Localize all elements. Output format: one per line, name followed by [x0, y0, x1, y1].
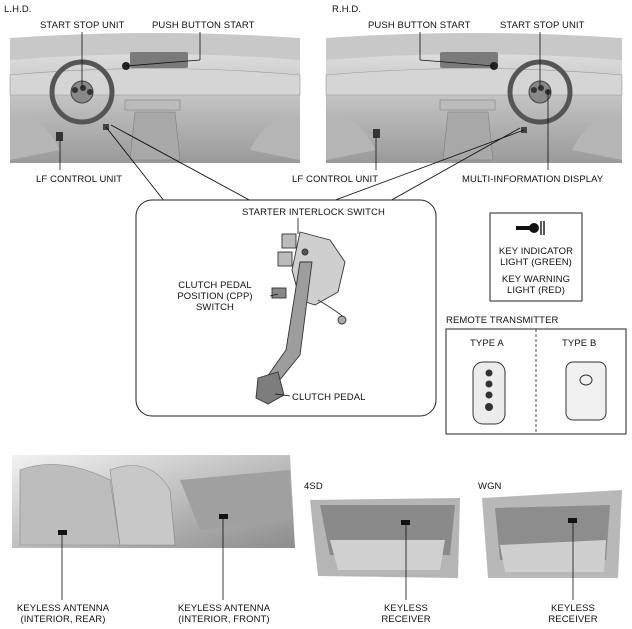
keyless-antenna-rear-line1: KEYLESS ANTENNA [16, 603, 110, 614]
lhd-push-button-start-label: PUSH BUTTON START [152, 20, 255, 31]
remote-type-b-image [565, 361, 607, 421]
pedal-leader-lines [269, 218, 299, 397]
clutch-pedal-label: CLUTCH PEDAL [292, 392, 366, 403]
key-indicator-line1: KEY INDICATOR [498, 246, 574, 257]
rhd-start-stop-unit-label: START STOP UNIT [500, 20, 585, 31]
rhd-title: R.H.D. [332, 4, 362, 15]
key-warning-light-label: KEY WARNING LIGHT (RED) [490, 274, 582, 296]
lhd-start-stop-unit-label: START STOP UNIT [40, 20, 125, 31]
pedal-callout-lines [105, 124, 525, 203]
rhd-lf-control-unit-label: LF CONTROL UNIT [292, 174, 379, 185]
keyless-antenna-front-line2: (INTERIOR, FRONT) [178, 614, 270, 625]
keyless-antenna-front-label: KEYLESS ANTENNA (INTERIOR, FRONT) [168, 603, 280, 625]
key-indicator-light-label: KEY INDICATOR LIGHT (GREEN) [490, 246, 582, 268]
trunk-wgn-image [482, 490, 622, 578]
4sd-keyless-receiver-line2: RECEIVER [381, 614, 431, 625]
cabin-leader-lines [61, 519, 224, 600]
trunk-4sd-image [310, 498, 460, 578]
rhd-leader-lines [375, 32, 549, 170]
cpp-switch-label-line3: SWITCH [195, 302, 235, 313]
cpp-switch-label-line2: POSITION (CPP) [177, 291, 253, 302]
wgn-keyless-receiver-line1: KEYLESS [550, 603, 595, 614]
lhd-lf-control-unit-label: LF CONTROL UNIT [36, 174, 123, 185]
remote-type-b-label: TYPE B [562, 338, 597, 349]
lhd-leader-lines [59, 32, 201, 170]
starter-interlock-switch-label: STARTER INTERLOCK SWITCH [242, 207, 385, 218]
remote-transmitter-title: REMOTE TRANSMITTER [446, 315, 559, 326]
remote-type-a-label: TYPE A [470, 338, 504, 349]
key-warning-line1: KEY WARNING [501, 274, 571, 285]
4sd-title: 4SD [304, 481, 323, 492]
wgn-keyless-receiver-label: KEYLESS RECEIVER [537, 603, 609, 625]
wgn-title: WGN [478, 481, 502, 492]
cabin-interior-image [12, 455, 295, 548]
cpp-switch-label-line1: CLUTCH PEDAL [178, 280, 252, 291]
lhd-dashboard-image [9, 33, 301, 163]
pedal-callout-bubble [135, 199, 437, 417]
rhd-multi-information-display-label: MULTI-INFORMATION DISPLAY [462, 174, 604, 185]
clutch-pedal-assembly-image [255, 231, 347, 405]
remote-type-a-image [472, 361, 506, 425]
key-warning-line2: LIGHT (RED) [507, 285, 565, 296]
keyless-antenna-rear-label: KEYLESS ANTENNA (INTERIOR, REAR) [8, 603, 118, 625]
lhd-title: L.H.D. [4, 4, 32, 15]
keyless-antenna-front-line1: KEYLESS ANTENNA [177, 603, 271, 614]
rhd-push-button-start-label: PUSH BUTTON START [368, 20, 471, 31]
rhd-dashboard-image [325, 33, 623, 163]
cpp-switch-label: CLUTCH PEDAL POSITION (CPP) SWITCH [160, 280, 270, 313]
wgn-keyless-receiver-line2: RECEIVER [548, 614, 598, 625]
4sd-keyless-receiver-label: KEYLESS RECEIVER [370, 603, 442, 625]
key-indicator-line2: LIGHT (GREEN) [500, 257, 572, 268]
key-indicator-icon [516, 221, 545, 235]
4sd-keyless-receiver-line1: KEYLESS [383, 603, 428, 614]
keyless-antenna-rear-line2: (INTERIOR, REAR) [20, 614, 106, 625]
